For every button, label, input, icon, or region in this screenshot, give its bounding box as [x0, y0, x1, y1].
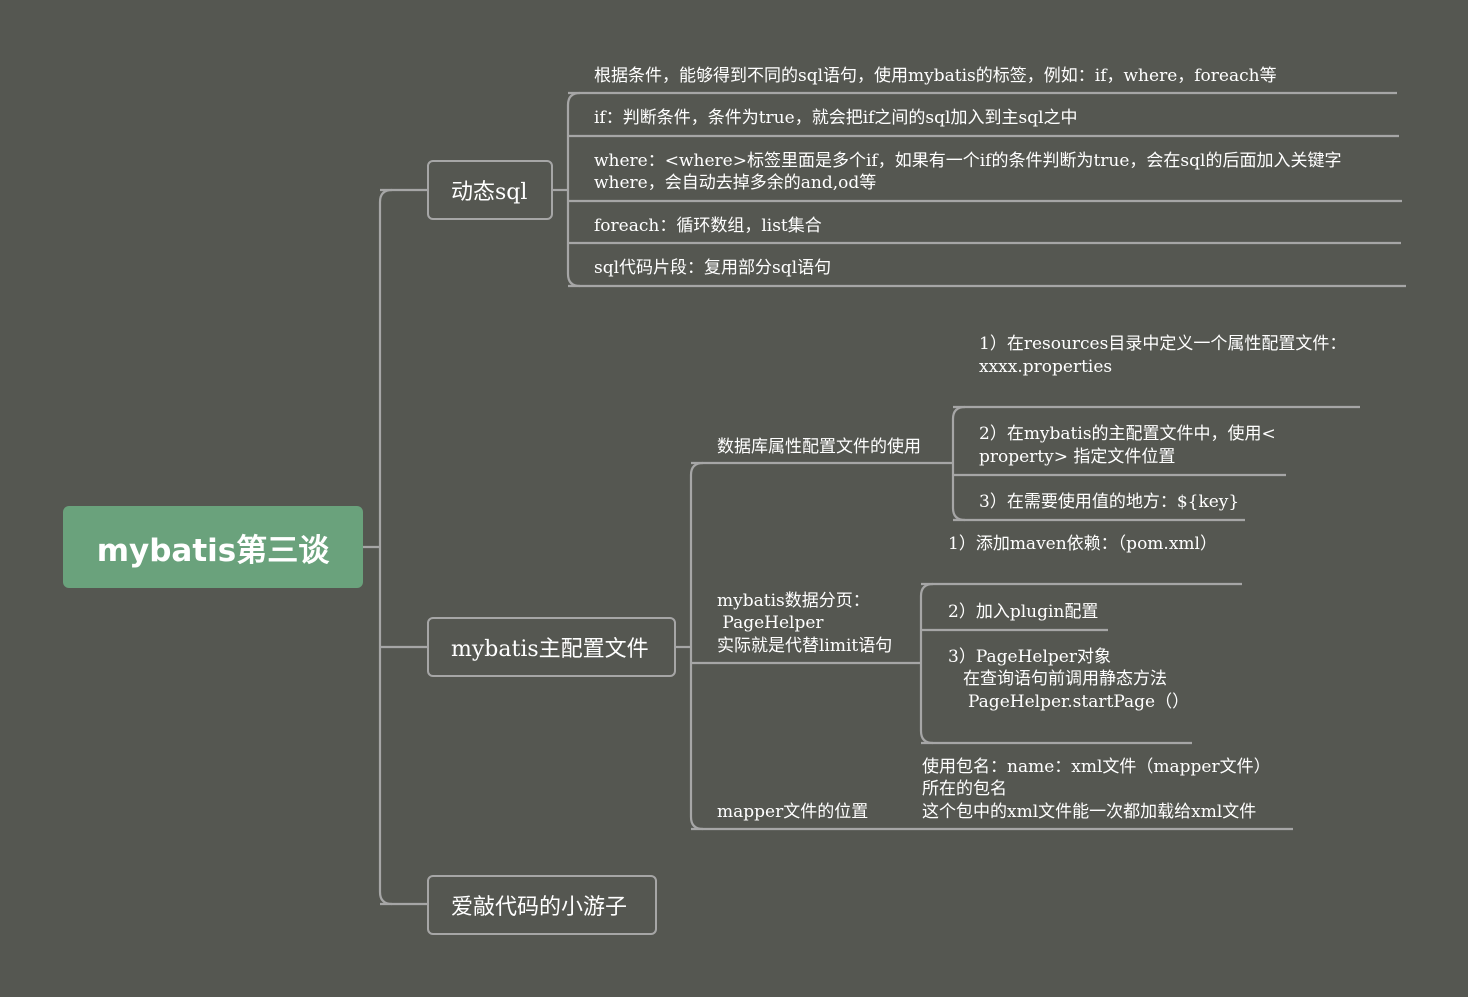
paging-step3[interactable]: 3）PageHelper对象	[948, 647, 1111, 667]
dynamic-sql-item-intro[interactable]: 根据条件，能够得到不同的sql语句，使用mybatis的标签，例如：if，whe…	[594, 66, 1277, 86]
mapper-label[interactable]: mapper文件的位置	[717, 802, 869, 822]
dynamic-sql-item-where-cont: where，会自动去掉多余的and,od等	[594, 173, 877, 193]
dynamic-sql-item-foreach[interactable]: foreach：循环数组，list集合	[594, 216, 822, 236]
dynamic-sql-item-fragment[interactable]: sql代码片段：复用部分sql语句	[594, 258, 832, 278]
dynamic-sql-item-if[interactable]: if：判断条件，条件为true，就会把if之间的sql加入到主sql之中	[594, 108, 1078, 128]
paging-label-line2: PageHelper	[717, 613, 824, 633]
paging-step2[interactable]: 2）加入plugin配置	[948, 602, 1099, 622]
branch-main-config[interactable]: mybatis主配置文件	[427, 617, 676, 677]
db-props-step2-cont: property> 指定文件位置	[979, 447, 1176, 467]
paging-step3-line2: 在查询语句前调用静态方法	[963, 669, 1167, 689]
branch-author[interactable]: 爱敲代码的小游子	[427, 875, 657, 935]
dynamic-sql-item-where[interactable]: where：<where>标签里面是多个if，如果有一个if的条件判断为true…	[594, 151, 1342, 171]
paging-step3-line3: PageHelper.startPage（）	[968, 692, 1190, 712]
db-props-step2[interactable]: 2）在mybatis的主配置文件中，使用<	[979, 424, 1276, 444]
paging-label-line1[interactable]: mybatis数据分页：	[717, 591, 870, 611]
db-props-step3[interactable]: 3）在需要使用值的地方：${key}	[979, 492, 1240, 512]
db-props-step1-cont: xxxx.properties	[979, 357, 1113, 377]
db-props-label[interactable]: 数据库属性配置文件的使用	[717, 437, 921, 457]
mapper-desc-line1[interactable]: 使用包名：name：xml文件（mapper文件）	[922, 757, 1271, 777]
db-props-step1[interactable]: 1）在resources目录中定义一个属性配置文件：	[979, 334, 1347, 354]
paging-step1[interactable]: 1）添加maven依赖：（pom.xml）	[948, 534, 1217, 554]
paging-label-line3: 实际就是代替limit语句	[717, 636, 893, 656]
root-topic[interactable]: mybatis第三谈	[63, 506, 363, 588]
branch-dynamic-sql[interactable]: 动态sql	[427, 160, 553, 220]
mapper-desc-line2: 所在的包名	[922, 779, 1007, 799]
mapper-desc-line3: 这个包中的xml文件能一次都加载给xml文件	[922, 802, 1257, 822]
